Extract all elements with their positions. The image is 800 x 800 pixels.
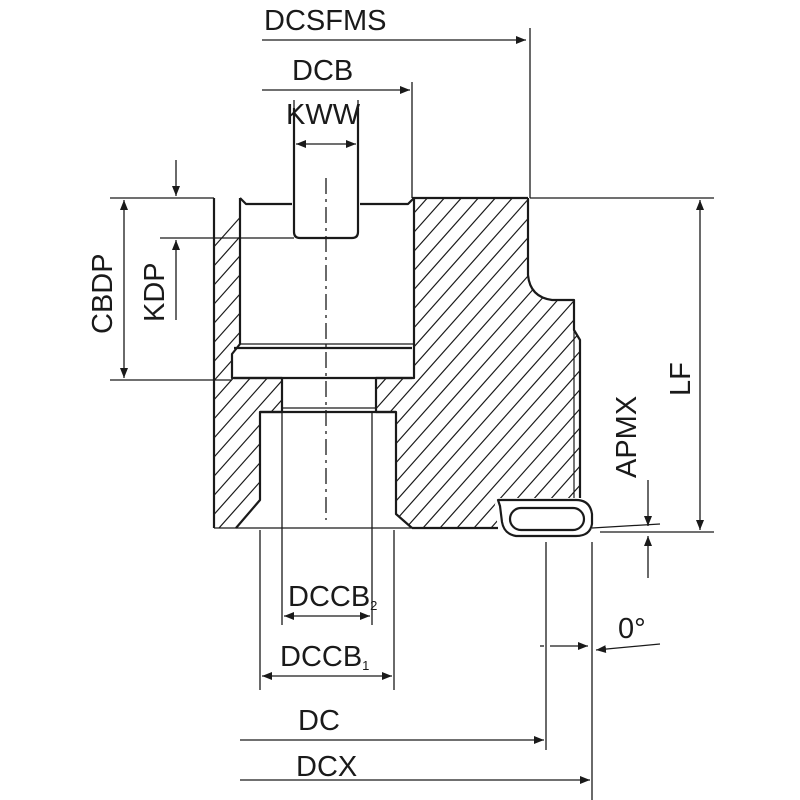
hatch-line (699, 150, 800, 600)
hatch-line (716, 150, 800, 600)
hatch-line (426, 198, 580, 528)
hatch-line (767, 150, 800, 600)
hatch-line (256, 198, 580, 528)
label-cbdp: CBDP (87, 253, 119, 334)
dimension-lines (120, 36, 704, 784)
hatch-line (214, 198, 580, 528)
label-dccb2: DCCB2 (288, 581, 377, 613)
hatch-line (214, 198, 386, 528)
hatch-line (214, 198, 488, 528)
hatch-line (733, 150, 800, 600)
label-dccb1: DCCB1 (280, 641, 369, 673)
hatch-line (214, 198, 301, 528)
dimension-labels: DCSFMS DCB KWW CBDP KDP LF APMX DCCB2 DC… (87, 5, 697, 783)
hatch-line (375, 198, 580, 528)
label-apmx: APMX (611, 396, 643, 478)
hatch-line (214, 198, 454, 528)
label-kww: KWW (286, 99, 361, 131)
hatch-line (750, 150, 800, 600)
hatch-line (214, 198, 335, 528)
hatch-line (784, 150, 800, 600)
hatch-line (214, 198, 522, 528)
label-kdp: KDP (139, 262, 171, 322)
hatch-line (358, 198, 580, 528)
label-angle: 0° (618, 613, 646, 645)
extension-lines (110, 28, 714, 800)
hatch-line (214, 198, 369, 528)
cutter-body-outline (212, 108, 661, 538)
hatch-line (214, 198, 505, 528)
hatch-line (214, 198, 471, 528)
hatch-line (214, 198, 539, 528)
hatch-line (392, 198, 580, 528)
hatch-line (214, 198, 437, 528)
hatch-line (214, 198, 318, 528)
label-dc: DC (298, 705, 340, 737)
label-dcx: DCX (296, 751, 357, 783)
hatch-line (214, 198, 352, 528)
hatch-line (409, 198, 580, 528)
label-dcb: DCB (292, 55, 353, 87)
label-dcsfms: DCSFMS (264, 5, 386, 37)
hatch-line (214, 198, 403, 528)
label-lf: LF (665, 362, 697, 396)
hatch-line (222, 198, 580, 528)
